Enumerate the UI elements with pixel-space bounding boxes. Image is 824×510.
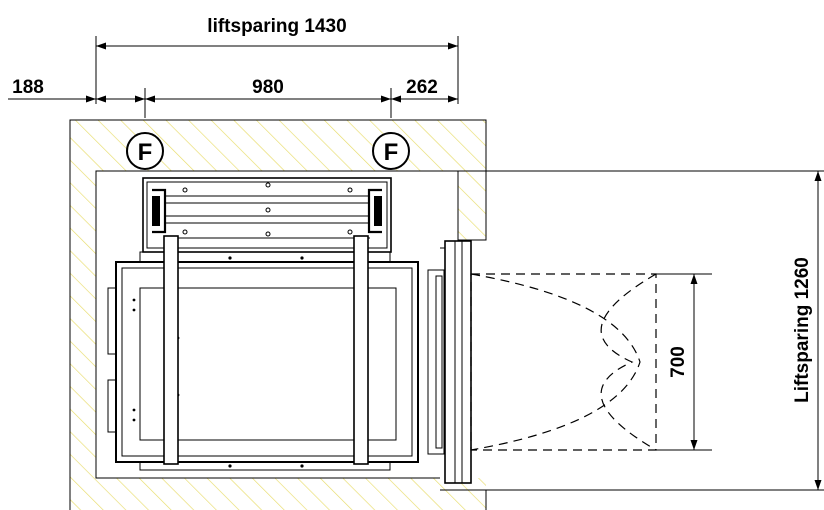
shaft-walls: [69, 119, 824, 510]
left-offset-label: 188: [12, 77, 44, 98]
right-offset-label: 262: [406, 77, 438, 98]
dimension-top-width: liftsparing 1430: [95, 16, 459, 104]
dimension-door-opening: 700: [656, 273, 712, 451]
landing-door: [427, 240, 472, 484]
dimension-row: 188 980 262: [8, 77, 458, 118]
marker-f-left: F: [126, 132, 164, 170]
lift-car: [107, 251, 419, 471]
side-height-label: Liftsparing 1260: [792, 257, 813, 403]
top-width-label: liftsparing 1430: [207, 16, 346, 37]
car-straps: [163, 235, 369, 465]
dimension-side-height: Liftsparing 1260: [792, 171, 822, 490]
door-opening-label: 700: [668, 346, 689, 378]
marker-f-right: F: [372, 132, 410, 170]
door-width-label: 980: [252, 77, 284, 98]
door-swing: [470, 273, 657, 451]
marker-f-right-label: F: [384, 139, 399, 166]
marker-f-left-label: F: [138, 139, 153, 166]
